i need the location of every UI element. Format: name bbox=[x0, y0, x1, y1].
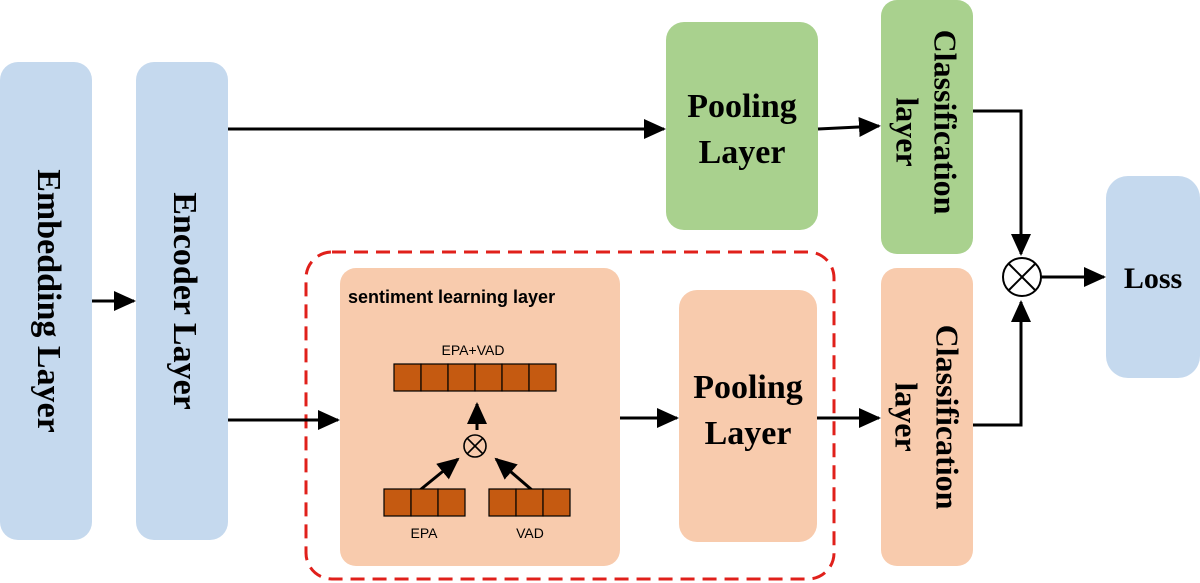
loss-box: Loss bbox=[1106, 176, 1200, 378]
epa-cell bbox=[410, 488, 439, 517]
loss-label: Loss bbox=[1124, 262, 1182, 295]
arrow-pooling-top-to-classification-top bbox=[817, 116, 881, 137]
classification-bottom-line2: layer bbox=[889, 382, 925, 451]
epa-vad-cell bbox=[447, 363, 476, 392]
vad-cell bbox=[542, 488, 571, 517]
epa-vad-cell bbox=[501, 363, 530, 392]
sentiment-learning-layer-box: sentiment learning layer EPA+VAD bbox=[340, 268, 620, 566]
embedding-layer-label: Embedding Layer bbox=[30, 169, 67, 433]
pooling-top-line1: Pooling bbox=[687, 88, 797, 125]
vad-cell bbox=[488, 488, 517, 517]
epa-vector bbox=[383, 488, 466, 517]
encoder-layer-label: Encoder Layer bbox=[166, 192, 203, 410]
vad-label: VAD bbox=[516, 525, 544, 541]
sentiment-learning-layer-title: sentiment learning layer bbox=[348, 287, 555, 307]
epa-vad-cell bbox=[420, 363, 449, 392]
arrow-epa-to-product bbox=[419, 457, 460, 492]
pooling-bottom-line2: Layer bbox=[705, 415, 792, 452]
classification-top-line2: layer bbox=[890, 97, 926, 166]
embedding-layer-box: Embedding Layer bbox=[0, 62, 92, 540]
epa-cell bbox=[383, 488, 412, 517]
arrow-classification-bottom-to-combine bbox=[973, 300, 1031, 427]
pooling-top-line2: Layer bbox=[699, 134, 786, 171]
epa-vad-cell bbox=[474, 363, 503, 392]
epa-vad-cell bbox=[393, 363, 422, 392]
epa-vad-vector bbox=[393, 363, 557, 392]
arrow-classification-top-to-combine bbox=[973, 109, 1031, 256]
epa-label: EPA bbox=[411, 525, 439, 541]
classification-top-line1: Classification bbox=[928, 30, 964, 215]
inner-product-icon bbox=[463, 434, 487, 458]
sentiment-region-dashed-border bbox=[304, 250, 836, 581]
classification-layer-bottom-box: Classification layer bbox=[881, 268, 973, 566]
epa-cell bbox=[437, 488, 466, 517]
pooling-bottom-line1: Pooling bbox=[693, 369, 803, 406]
pooling-layer-bottom-box: Pooling Layer bbox=[679, 290, 817, 542]
classification-bottom-line1: Classification bbox=[930, 325, 966, 510]
pooling-layer-top-box: Pooling Layer bbox=[666, 22, 818, 230]
vad-vector bbox=[488, 488, 571, 517]
combine-product-icon bbox=[1002, 257, 1042, 297]
classification-layer-top-box: Classification layer bbox=[881, 0, 973, 254]
arrow-vad-to-product bbox=[494, 457, 533, 492]
vad-cell bbox=[515, 488, 544, 517]
epa-vad-cell bbox=[528, 363, 557, 392]
epa-vad-label: EPA+VAD bbox=[442, 342, 505, 358]
encoder-layer-box: Encoder Layer bbox=[136, 62, 228, 540]
